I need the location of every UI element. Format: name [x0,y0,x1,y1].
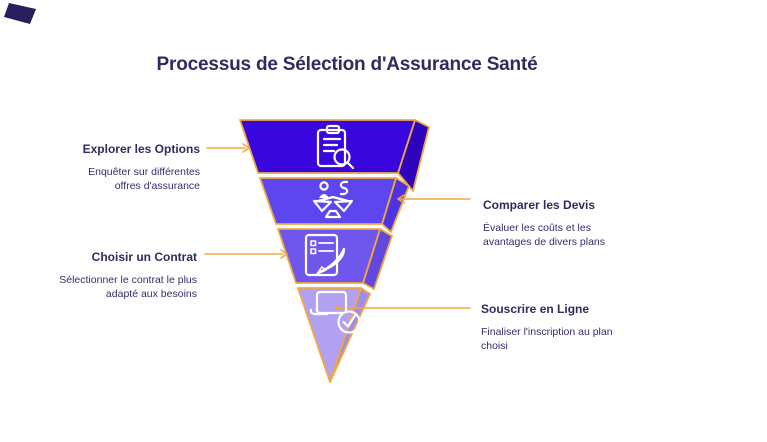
arrow-head-icon [397,194,405,204]
step-label-explorer-les-options: Explorer les Options Enquêter sur différ… [30,142,200,193]
arrow-head-icon [280,249,288,259]
page-title: Processus de Sélection d'Assurance Santé [156,54,538,75]
funnel-shape [239,119,430,383]
connector-dot [335,305,341,311]
step-desc-line: Évaluer les coûts et les [483,222,591,234]
funnel-level-3-face [277,228,381,284]
step-label-souscrire-en-ligne: Souscrire en Ligne Finaliser l'inscripti… [481,302,691,353]
step-title: Explorer les Options [82,142,200,156]
arrow-head-icon [242,143,250,153]
step-desc-line: offres d'assurance [114,180,200,192]
step-desc-line: Finaliser l'inscription au plan [481,326,613,338]
step-desc-line: choisi [481,340,508,352]
funnel-icons [304,124,361,334]
contract-pen-icon [304,233,346,277]
clipboard-search-icon [316,124,355,170]
step-label-choisir-un-contrat: Choisir un Contrat Sélectionner le contr… [27,250,197,301]
step-description: Enquêter sur différentes offres d'assura… [30,165,200,193]
step-description: Finaliser l'inscription au plan choisi [481,325,691,353]
step-description: Évaluer les coûts et les avantages de di… [483,221,693,249]
step-label-comparer-les-devis: Comparer les Devis Évaluer les coûts et … [483,198,693,249]
corner-accent [4,3,36,24]
step-title: Comparer les Devis [483,198,596,212]
balance-scale-icon [312,180,354,219]
step-title: Souscrire en Ligne [481,302,590,316]
step-desc-line: avantages de divers plans [483,236,605,248]
step-desc-line: adapté aux besoins [105,288,197,300]
connectors [204,143,471,311]
step-desc-line: Sélectionner le contrat le plus [59,274,197,286]
funnel-level-1-face [239,119,416,174]
laptop-check-icon [309,290,361,334]
step-desc-line: Enquêter sur différentes [88,166,200,178]
step-description: Sélectionner le contrat le plus adapté a… [27,273,197,301]
step-title: Choisir un Contrat [91,250,197,264]
